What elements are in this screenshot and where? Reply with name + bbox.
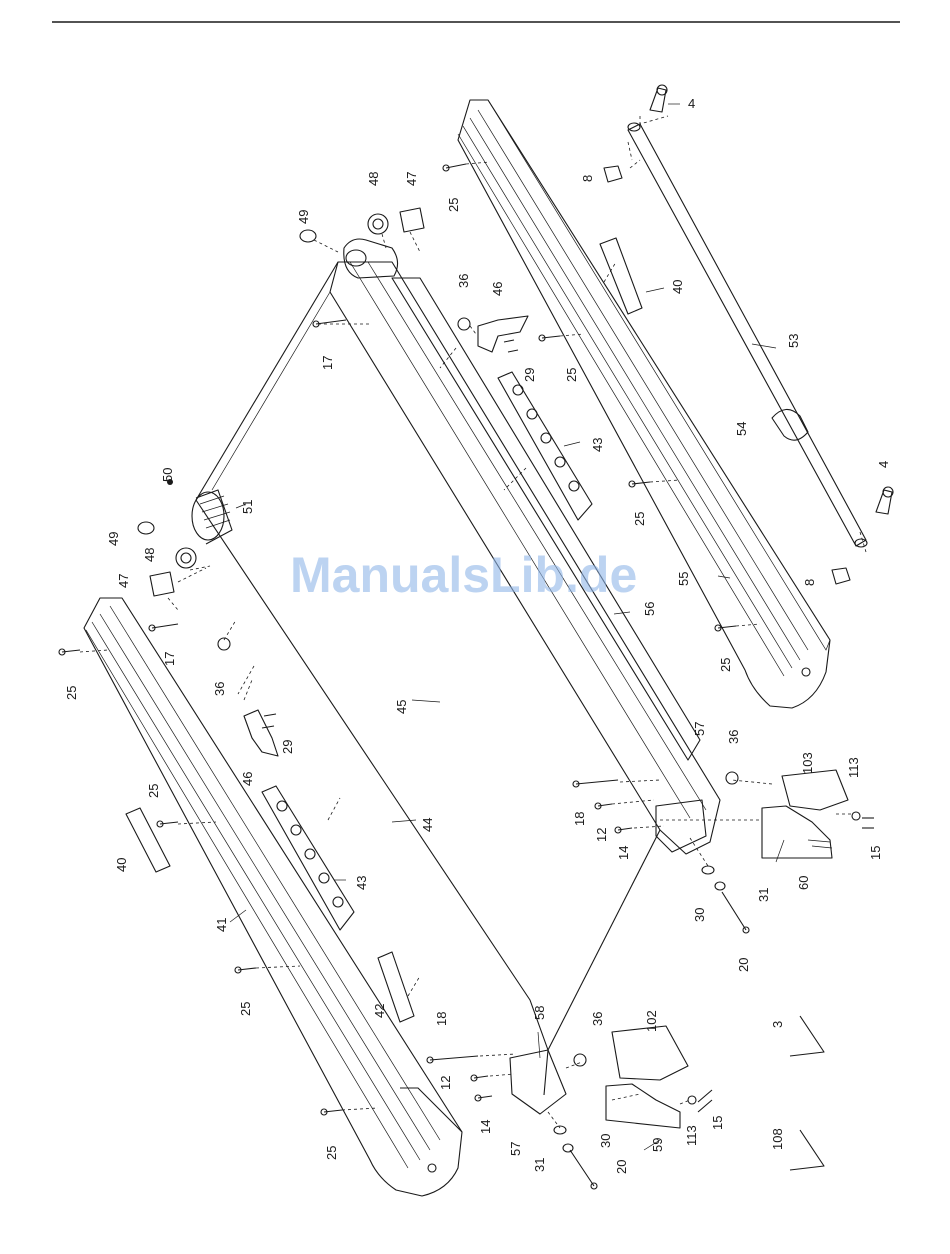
label-29: 29	[280, 740, 295, 754]
label-25: 25	[718, 658, 733, 672]
label-47: 47	[116, 574, 131, 588]
label-18: 18	[572, 812, 587, 826]
label-43: 43	[590, 438, 605, 452]
label-12: 12	[594, 828, 609, 842]
label-43: 43	[354, 876, 369, 890]
label-48: 48	[142, 548, 157, 562]
label-103: 103	[800, 752, 815, 774]
label-4: 4	[876, 461, 891, 468]
label-53: 53	[786, 334, 801, 348]
label-47: 47	[404, 172, 419, 186]
label-55: 55	[676, 572, 691, 586]
label-25: 25	[446, 198, 461, 212]
label-41: 41	[214, 918, 229, 932]
rear-foot-right	[762, 770, 848, 858]
storage-rack-right	[498, 372, 592, 520]
assembly-lines	[80, 116, 866, 1128]
label-31: 31	[756, 888, 771, 902]
label-51: 51	[240, 500, 255, 514]
label-8: 8	[802, 579, 817, 586]
label-113: 113	[846, 757, 861, 778]
label-30: 30	[598, 1134, 613, 1148]
label-29: 29	[522, 368, 537, 382]
hardware	[59, 85, 893, 1189]
label-57: 57	[692, 722, 707, 736]
part-labels: 4 4 8 8 25 25 25 25 25 25 25 25 47 47 48…	[64, 96, 891, 1174]
label-25: 25	[238, 1002, 253, 1016]
rear-cap-right	[656, 800, 706, 852]
label-49: 49	[296, 210, 311, 224]
label-36: 36	[590, 1012, 605, 1026]
label-42: 42	[372, 1004, 387, 1018]
label-4: 4	[688, 96, 695, 111]
label-113: 113	[684, 1125, 699, 1146]
deck-frame	[196, 262, 720, 1095]
label-15: 15	[868, 846, 883, 860]
label-3: 3	[770, 1021, 785, 1028]
label-108: 108	[770, 1128, 785, 1150]
label-45: 45	[394, 700, 409, 714]
label-25: 25	[564, 368, 579, 382]
leader-lines	[230, 104, 784, 1150]
label-54: 54	[734, 422, 749, 436]
label-46: 46	[240, 772, 255, 786]
label-18: 18	[434, 1012, 449, 1026]
label-25: 25	[632, 512, 647, 526]
watermark: ManualsLib.de	[290, 547, 637, 603]
label-12: 12	[438, 1076, 453, 1090]
label-102: 102	[644, 1010, 659, 1032]
storage-rack-left	[262, 786, 354, 930]
label-14: 14	[478, 1120, 493, 1134]
right-decal	[600, 238, 642, 314]
label-36: 36	[456, 274, 471, 288]
label-30: 30	[692, 908, 707, 922]
left-decal	[126, 808, 170, 872]
label-46: 46	[490, 282, 505, 296]
label-17: 17	[320, 356, 335, 370]
label-50: 50	[160, 468, 175, 482]
label-59: 59	[650, 1138, 665, 1152]
label-15: 15	[710, 1116, 725, 1130]
label-44: 44	[420, 818, 435, 832]
label-56: 56	[642, 602, 657, 616]
rear-foot-left	[606, 1026, 688, 1128]
label-14: 14	[616, 846, 631, 860]
bracket-right	[478, 316, 528, 352]
label-40: 40	[114, 858, 129, 872]
label-40: 40	[670, 280, 685, 294]
label-36: 36	[726, 730, 741, 744]
left-side-rail	[84, 598, 462, 1196]
label-25: 25	[64, 686, 79, 700]
label-58: 58	[532, 1006, 547, 1020]
label-48: 48	[366, 172, 381, 186]
label-8: 8	[580, 175, 595, 182]
label-17: 17	[162, 652, 177, 666]
label-25: 25	[146, 784, 161, 798]
axle-tube	[628, 123, 867, 547]
front-roller	[192, 490, 232, 544]
label-20: 20	[614, 1160, 629, 1174]
label-60: 60	[796, 876, 811, 890]
label-36: 36	[212, 682, 227, 696]
label-25: 25	[324, 1146, 339, 1160]
label-49: 49	[106, 532, 121, 546]
rear-cap-left	[510, 1050, 566, 1114]
label-20: 20	[736, 958, 751, 972]
label-57: 57	[508, 1142, 523, 1156]
bracket-left	[244, 710, 278, 756]
label-31: 31	[532, 1158, 547, 1172]
